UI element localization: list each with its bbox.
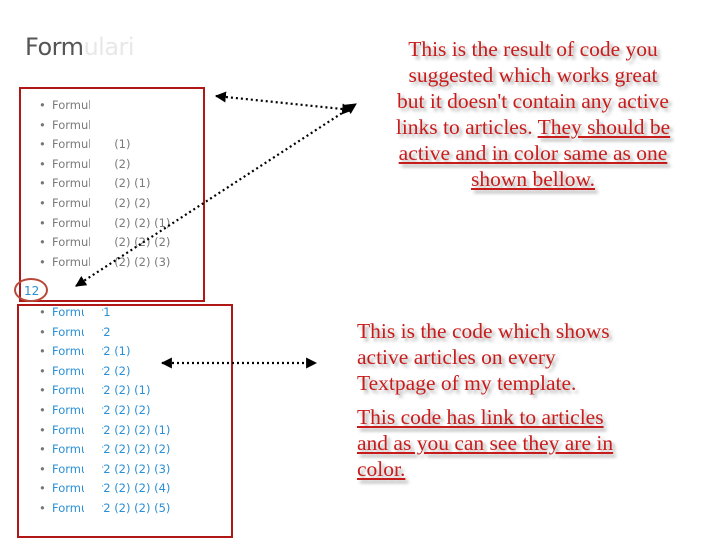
- note-line: and as you can see they are in: [357, 431, 614, 455]
- article-link[interactable]: Formular2 (2) (2) (1): [35, 421, 170, 441]
- article-link[interactable]: Formular1: [35, 303, 170, 323]
- note-line: Textpage of my template.: [357, 371, 577, 395]
- note-line: but it doesn't contain any active: [397, 89, 669, 113]
- page-title-faded: ulari: [83, 33, 135, 61]
- page-title-visible: Form: [25, 33, 84, 61]
- note-line: links to articles. They should be: [352, 114, 714, 140]
- note-line: This is the result of code you: [408, 37, 658, 61]
- note-line: color.: [357, 457, 406, 481]
- page-title: Formulari: [25, 33, 135, 61]
- article-link[interactable]: Formular2 (1): [35, 342, 170, 362]
- note-line: shown bellow.: [470, 167, 595, 191]
- note-line: This code has link to articles: [357, 405, 604, 429]
- inactive-list-box: Formular1 Formular2 Formular2 (1) Formul…: [19, 87, 205, 302]
- note-line: active articles on every: [357, 345, 556, 369]
- active-list-box: Formular1 Formular2 Formular2 (1) Formul…: [17, 303, 233, 538]
- article-link[interactable]: Formular2: [35, 323, 170, 343]
- article-link[interactable]: Formular2 (2) (2) (2): [35, 440, 170, 460]
- article-link[interactable]: Formular2 (2) (1): [35, 381, 170, 401]
- double-arrow-top: [214, 91, 354, 115]
- article-link[interactable]: Formular2 (2) (2) (4): [35, 479, 170, 499]
- arrow-occlusion: [90, 95, 111, 275]
- note-line-underlined: They should be: [537, 115, 671, 139]
- article-link[interactable]: Formular2 (2): [35, 362, 170, 382]
- note-line: This is the code which shows: [357, 319, 610, 343]
- highlight-circle: [14, 278, 48, 302]
- note-line: suggested which works great: [408, 63, 658, 87]
- note-line-plain: links to articles.: [395, 115, 538, 139]
- note-line: active and in color same as one: [398, 141, 668, 165]
- active-article-list: Formular1 Formular2 Formular2 (1) Formul…: [35, 303, 170, 519]
- annotation-note-bottom: This is the code which shows active arti…: [357, 318, 697, 482]
- annotation-note-top: This is the result of code you suggested…: [352, 36, 714, 192]
- arrow-occlusion: [84, 306, 102, 516]
- article-link[interactable]: Formular2 (2) (2): [35, 401, 170, 421]
- article-link[interactable]: Formular2 (2) (2) (3): [35, 460, 170, 480]
- article-link[interactable]: Formular2 (2) (2) (5): [35, 499, 170, 519]
